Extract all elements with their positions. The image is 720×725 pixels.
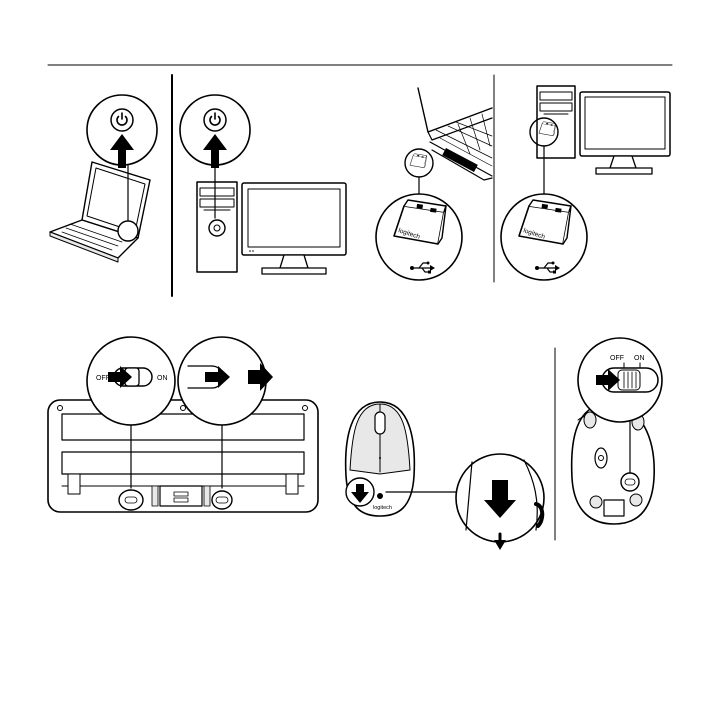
desktop-monitor-2: [580, 92, 670, 174]
receiver-port-highlight: [405, 149, 433, 177]
desktop-tower: [197, 182, 237, 272]
power-icon-2: [204, 109, 226, 131]
panel-desktop-power: [180, 95, 346, 274]
mouse-brand: logitech: [373, 505, 392, 511]
panel-receiver-desktop: logitech: [501, 86, 670, 280]
logitech-logo: [377, 493, 383, 499]
panel-laptop-power: [50, 95, 157, 262]
switch-on-label: ON: [157, 375, 168, 382]
panel-receiver-laptop: logitech: [376, 88, 492, 280]
laptop-illustration: [50, 162, 150, 262]
desktop-monitor: [242, 183, 346, 274]
mouse-switch-off-label: OFF: [610, 355, 624, 362]
keyboard-underside: [48, 400, 318, 512]
receiver-port-highlight-2: [530, 118, 558, 146]
power-icon: [111, 109, 133, 131]
power-button-highlight: [118, 221, 138, 241]
panel-keyboard-switch: OFF ON: [48, 337, 318, 512]
mouse-switch-on-label: ON: [634, 355, 645, 362]
arrow-down-icon-3: [494, 540, 506, 550]
panel-mouse-top: logitech: [346, 402, 544, 550]
panel-mouse-switch: OFF ON: [572, 338, 662, 524]
switch-off-label: OFF: [96, 375, 110, 382]
